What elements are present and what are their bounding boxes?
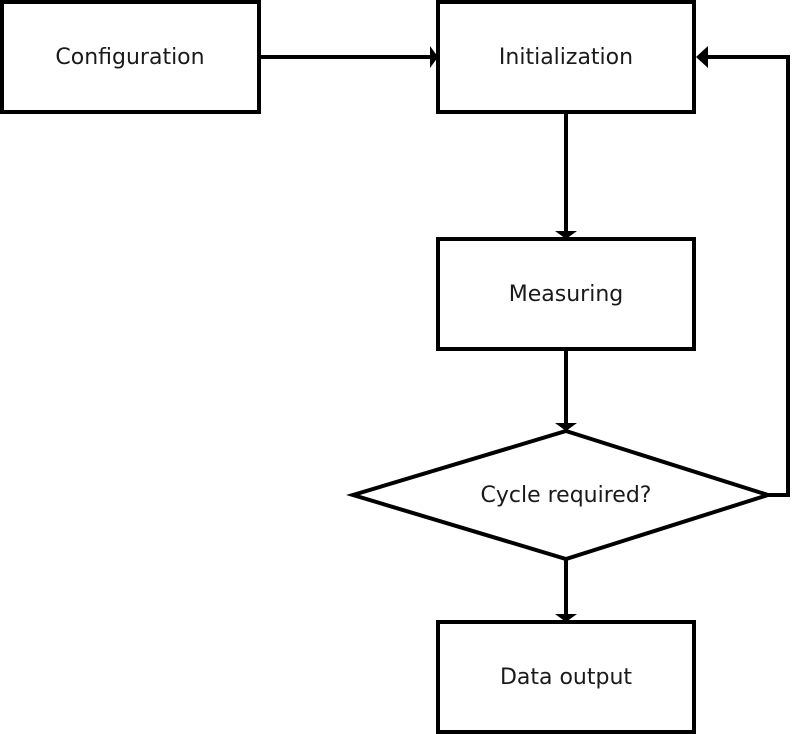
node-configuration[interactable] — [0, 0, 261, 114]
edge-cycle-required-to-initialization — [696, 46, 790, 497]
nodes-group — [0, 0, 775, 734]
node-label-configuration: Configuration — [55, 45, 204, 70]
edges-group — [261, 46, 790, 622]
node-rect[interactable] — [0, 0, 261, 114]
node-diamond[interactable] — [346, 428, 775, 562]
arrowhead-icon — [555, 614, 577, 622]
node-initialization[interactable] — [436, 0, 696, 114]
node-label-data-output: Data output — [500, 665, 632, 690]
arrowhead-icon — [555, 423, 577, 431]
arrowhead-icon — [430, 46, 438, 68]
node-data-output[interactable] — [436, 620, 696, 734]
node-rect[interactable] — [436, 620, 696, 734]
node-cycle-required[interactable] — [346, 428, 775, 562]
edge-measuring-to-cycle-required — [555, 349, 577, 431]
arrowhead-icon — [696, 46, 708, 68]
node-measuring[interactable] — [436, 237, 696, 351]
edge-cycle-required-to-data-output — [555, 559, 577, 622]
labels-group: Configuration Initialization Measuring C… — [55, 45, 651, 690]
node-label-measuring: Measuring — [509, 282, 623, 307]
edge-line — [708, 55, 790, 497]
node-rect[interactable] — [436, 237, 696, 351]
edge-initialization-to-measuring — [555, 112, 577, 239]
node-rect[interactable] — [436, 0, 696, 114]
edge-configuration-to-initialization — [261, 46, 438, 68]
node-label-cycle-required: Cycle required? — [481, 483, 652, 508]
arrowhead-icon — [555, 231, 577, 239]
node-label-initialization: Initialization — [499, 45, 633, 70]
